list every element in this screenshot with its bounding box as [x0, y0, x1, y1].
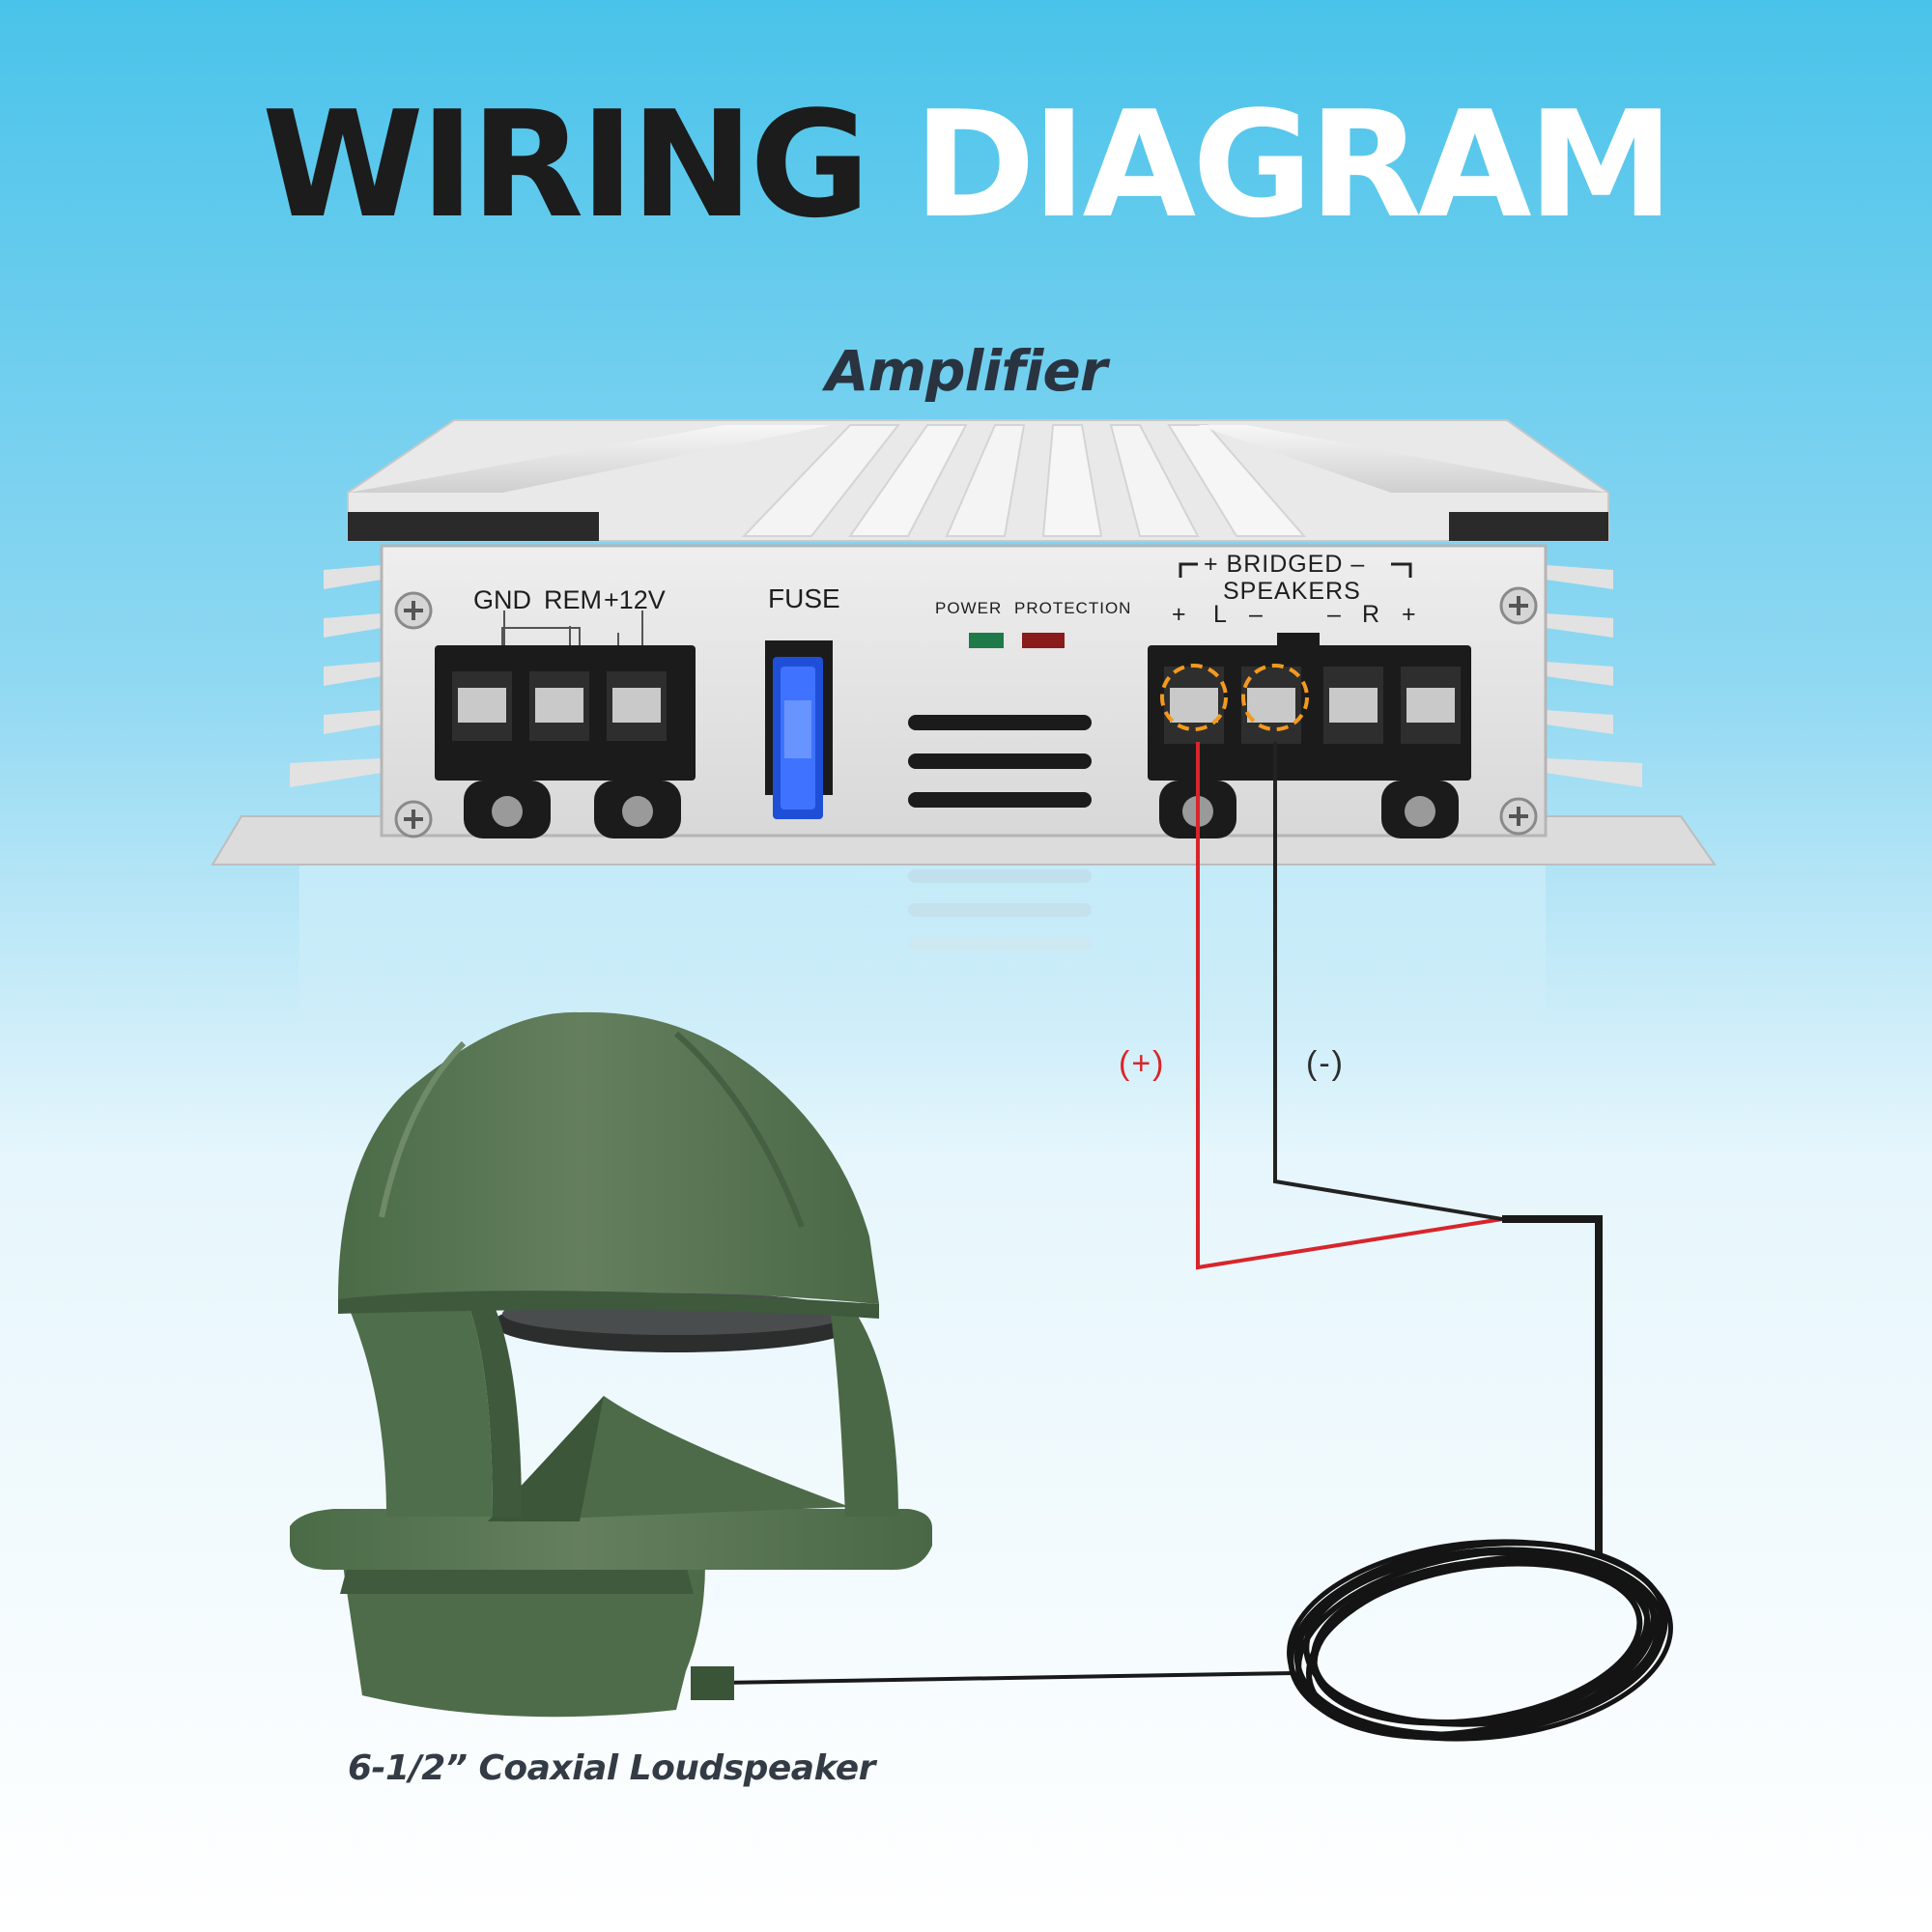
right-channel-mark: R: [1362, 601, 1380, 628]
power-led-label: POWER: [935, 599, 1003, 617]
power-led: [969, 633, 1004, 648]
title-part-1: WIRING: [262, 79, 870, 250]
positive-wire-label: (+): [1119, 1045, 1166, 1082]
amplifier: [211, 419, 1717, 866]
rem-label: REM: [544, 585, 602, 614]
amplifier-reflection: [299, 860, 1546, 1034]
fuse-label: FUSE: [768, 583, 840, 613]
protection-led: [1022, 633, 1065, 648]
bridged-label-line1: + BRIDGED –: [1204, 551, 1366, 578]
right-minus-mark: –: [1327, 601, 1341, 628]
speaker-cable: [1502, 1215, 1603, 1555]
left-channel-mark: L: [1213, 601, 1227, 628]
12v-label: +12V: [604, 585, 666, 614]
page-title: WIRING DIAGRAM: [0, 92, 1932, 239]
positive-terminal-highlight: [1160, 664, 1228, 731]
fuse: [765, 640, 833, 819]
bridged-label-line2: SPEAKERS: [1223, 578, 1361, 605]
negative-wire-label: (-): [1306, 1045, 1345, 1082]
negative-wire: [1273, 742, 1503, 1221]
right-plus-mark: +: [1402, 601, 1416, 628]
positive-wire: [1196, 742, 1503, 1270]
wires: [719, 742, 1603, 1685]
negative-terminal-highlight: [1241, 664, 1309, 731]
cable-coil: [1287, 1539, 1673, 1742]
side-fins-right: [1546, 565, 1642, 787]
speaker-caption: 6-1/2” Coaxial Loudspeaker: [348, 1748, 875, 1788]
protection-led-label: PROTECTION: [1014, 599, 1132, 617]
side-fins-left: [290, 565, 382, 787]
gnd-label: GND: [473, 585, 531, 614]
speaker: [290, 1011, 932, 1718]
speaker-lead: [719, 1671, 1295, 1685]
bridged-bracket: [1179, 562, 1412, 578]
vent-slots: [908, 715, 1092, 808]
left-minus-mark: –: [1249, 601, 1263, 628]
amplifier-label: Amplifier: [825, 338, 1108, 404]
screw-icon: [394, 586, 1538, 838]
title-part-2: DIAGRAM: [913, 79, 1674, 250]
power-terminal-block: [435, 611, 696, 838]
left-plus-mark: +: [1172, 601, 1186, 628]
